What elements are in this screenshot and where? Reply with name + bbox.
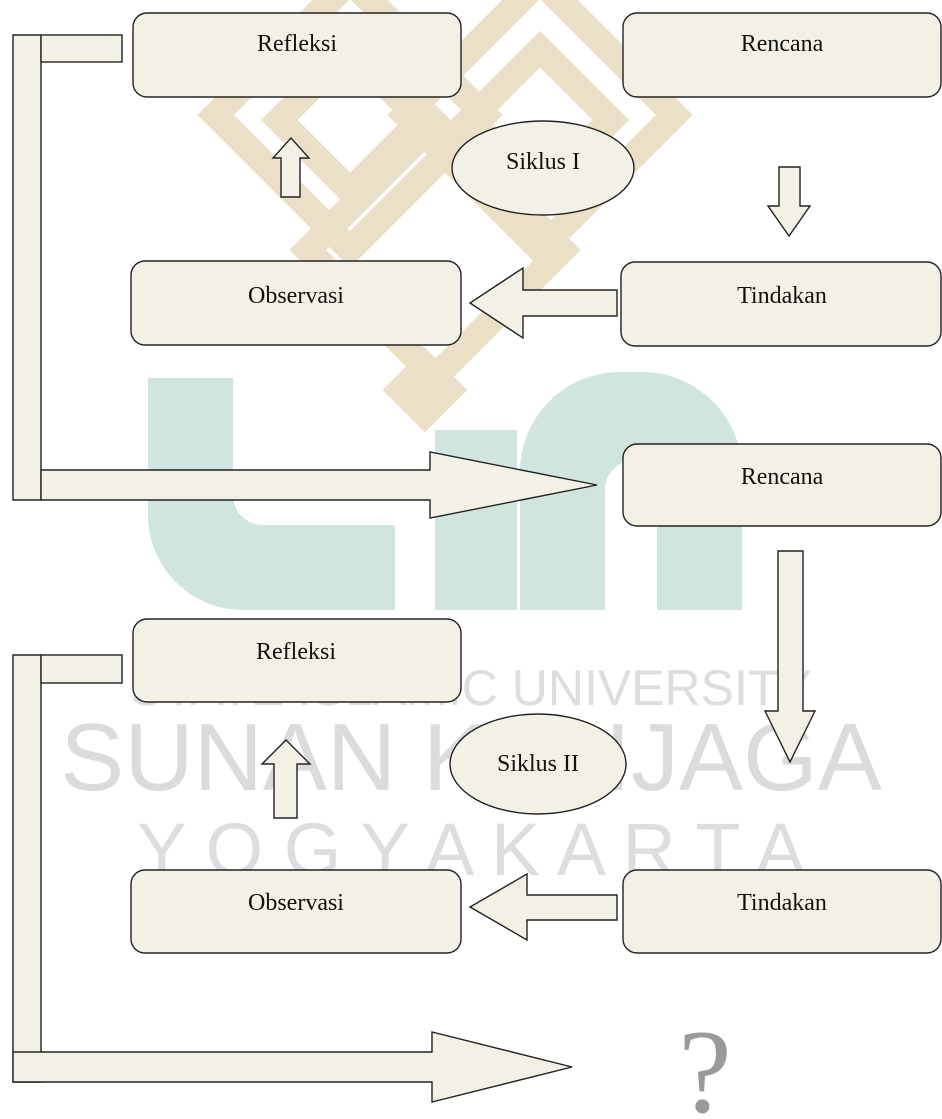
label-refleksi-2: Refleksi [256, 639, 336, 665]
label-siklus-1: Siklus I [506, 149, 580, 175]
label-rencana-2: Rencana [741, 464, 824, 490]
bracket-1 [13, 35, 41, 500]
label-rencana-1: Rencana [741, 31, 824, 57]
arrow-right-big-2 [13, 1032, 572, 1102]
bracket-2 [13, 655, 41, 1082]
label-observasi-1: Observasi [248, 283, 344, 309]
end-question-mark: ? [678, 1005, 731, 1119]
label-tindakan-2: Tindakan [737, 890, 827, 916]
arrow-down-1 [768, 167, 810, 236]
label-observasi-2: Observasi [248, 890, 344, 916]
label-refleksi-1: Refleksi [257, 31, 337, 57]
bracket-1-top [41, 35, 122, 62]
bracket-2-top [41, 655, 122, 683]
label-tindakan-1: Tindakan [737, 283, 827, 309]
label-siklus-2: Siklus II [497, 751, 579, 777]
